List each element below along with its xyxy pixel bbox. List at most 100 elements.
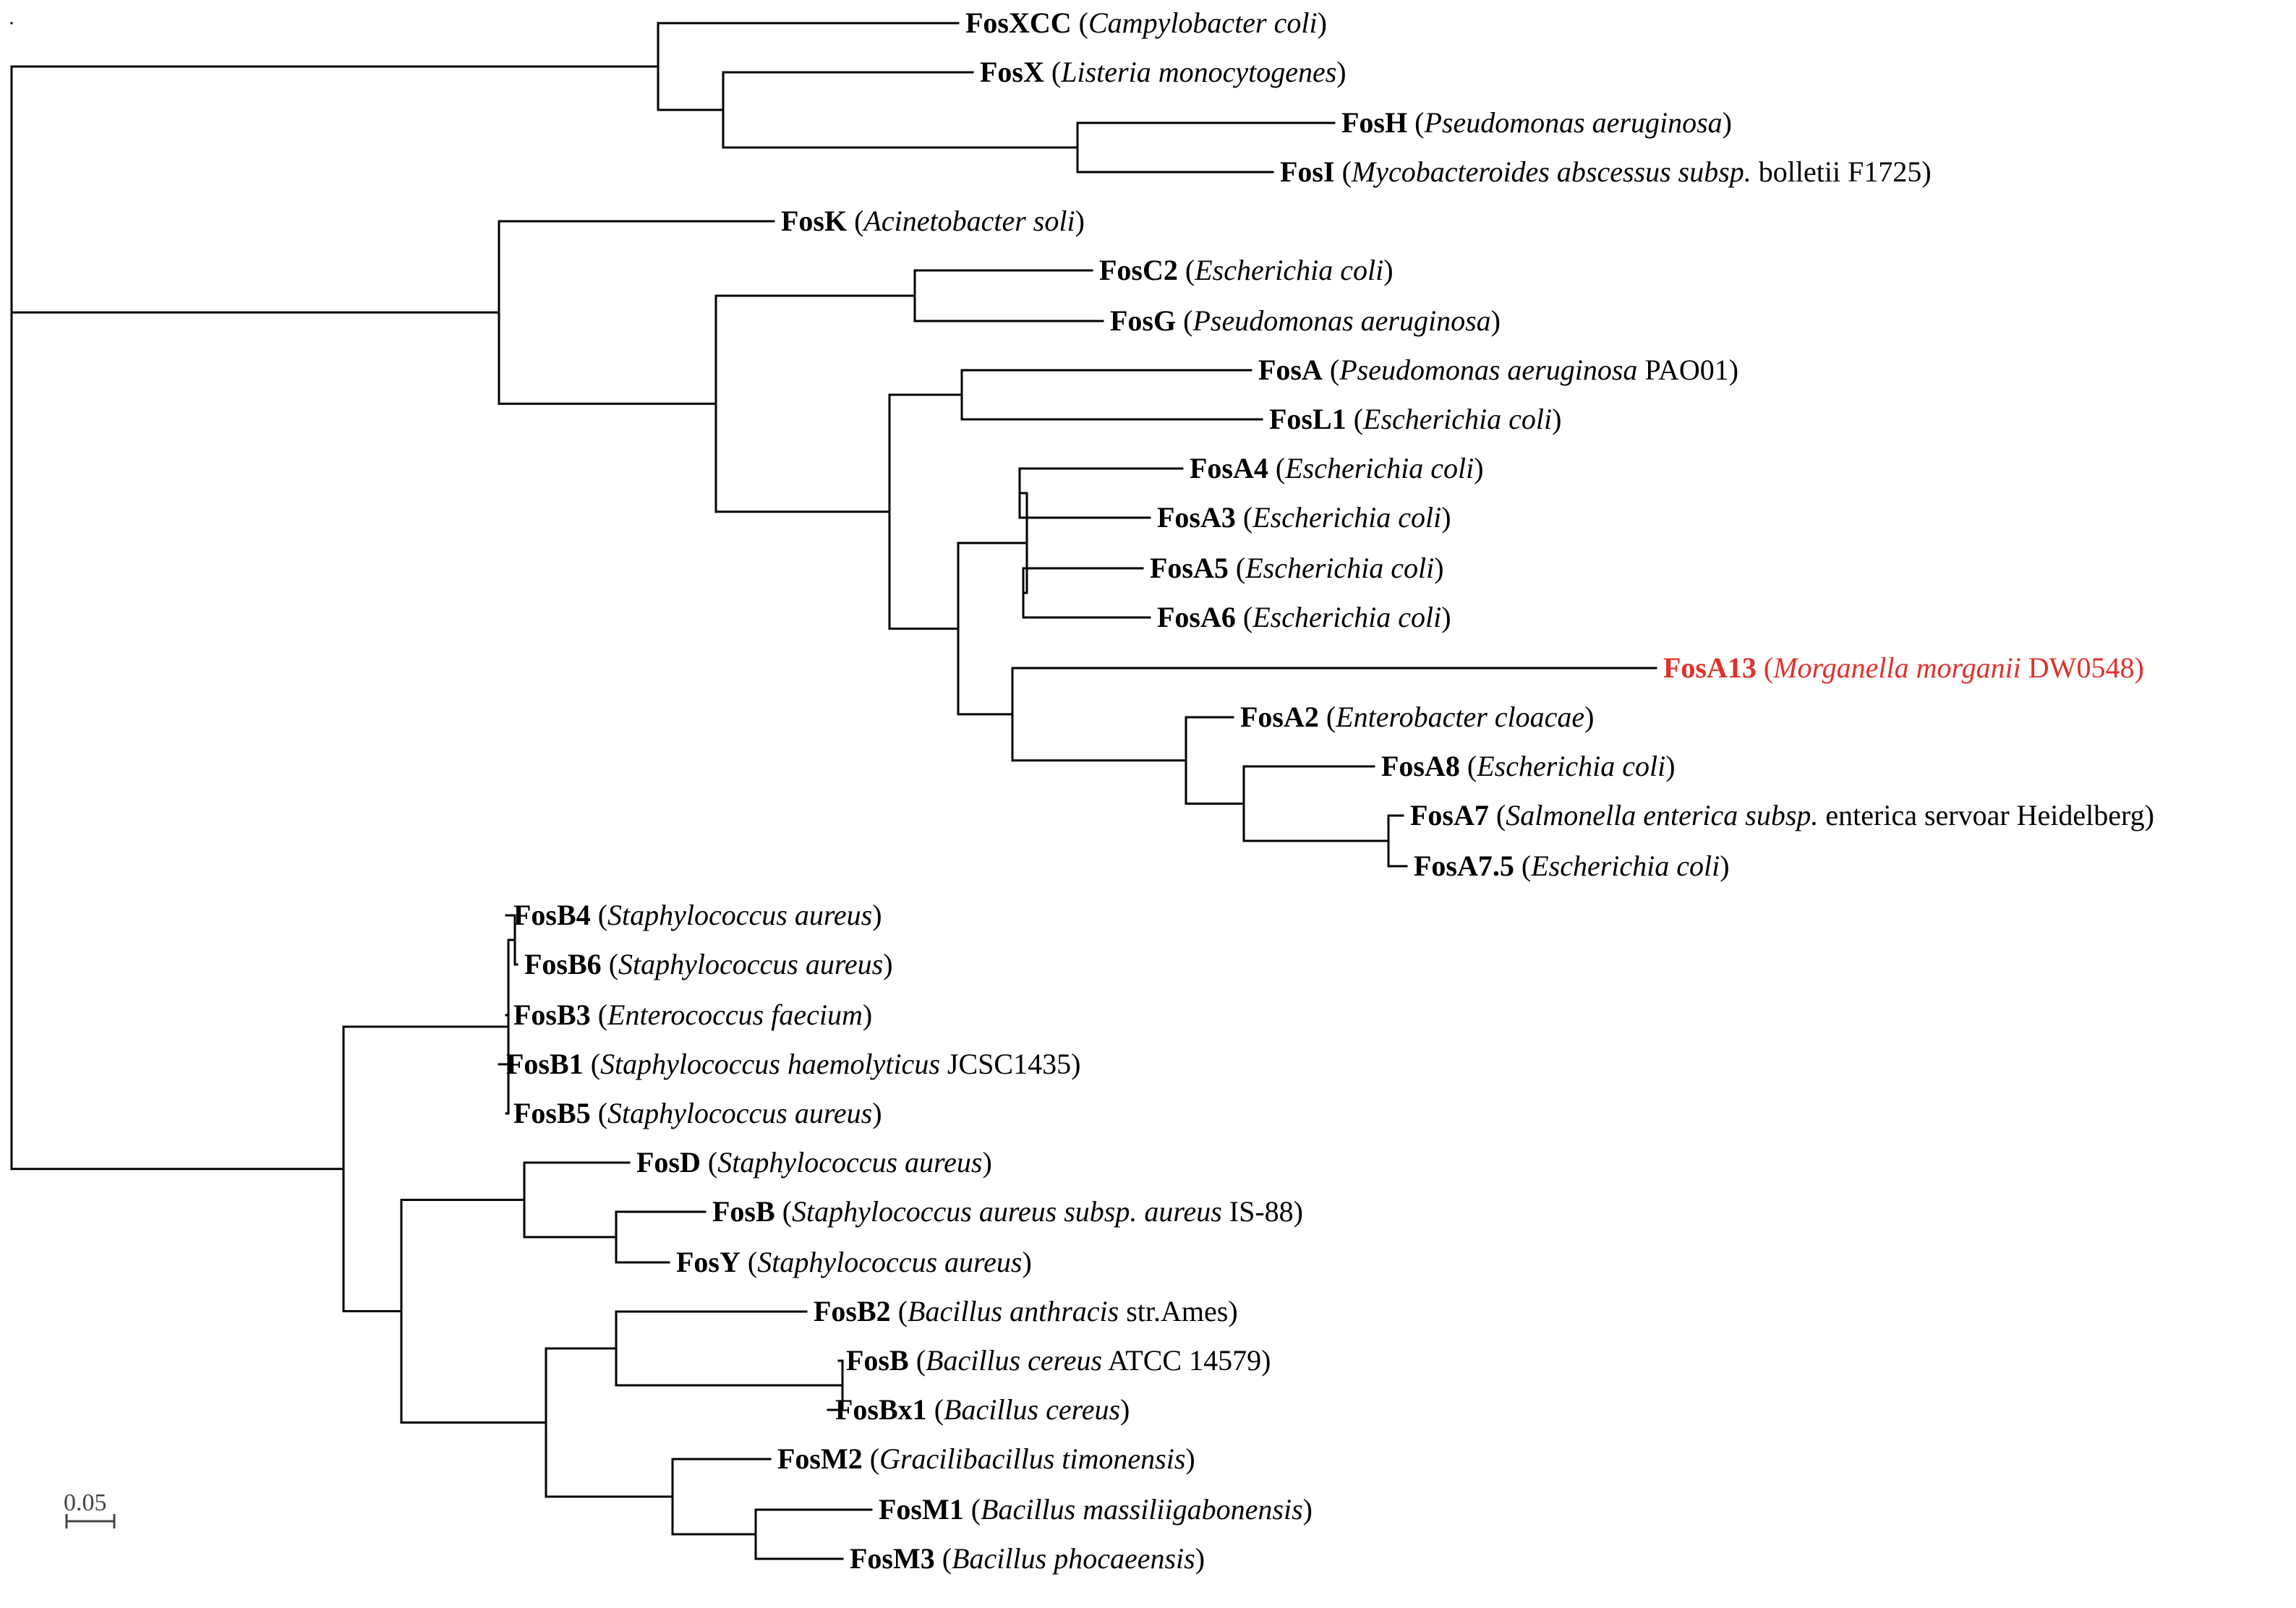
- leaf-label-fosb_sa: FosB (Staphylococcus aureus subsp. aureu…: [712, 1195, 1303, 1228]
- gene-name: FosC2: [1099, 254, 1178, 286]
- organism-name: Bacillus phocaeensis: [952, 1542, 1195, 1575]
- gene-name: FosM3: [850, 1542, 935, 1575]
- organism-name: Campylobacter coli: [1088, 7, 1318, 39]
- organism-name: Escherichia coli: [1477, 750, 1666, 782]
- organism-name: DW0548: [2020, 651, 2135, 684]
- gene-name: FosH: [1341, 106, 1408, 139]
- gene-name: FosD: [636, 1146, 701, 1179]
- organism-name: Staphylococcus aureus: [607, 1097, 873, 1129]
- gene-name: FosY: [676, 1246, 741, 1278]
- gene-name: FosA4: [1190, 452, 1268, 484]
- leaf-label-fosbx1: FosBx1 (Bacillus cereus): [835, 1393, 1130, 1426]
- organism-name: Enterobacter cloacae: [1336, 701, 1585, 733]
- leaf-label-fosa3: FosA3 (Escherichia coli): [1157, 501, 1451, 534]
- leaf-label-fosm2: FosM2 (Gracilibacillus timonensis): [777, 1442, 1195, 1475]
- leaf-label-fosa5: FosA5 (Escherichia coli): [1150, 552, 1444, 584]
- organism-name: Salmonella enterica subsp.: [1506, 799, 1819, 831]
- gene-name: FosBx1: [835, 1393, 927, 1426]
- scale-bar: 0.05: [64, 1489, 179, 1533]
- organism-name: Gracilibacillus timonensis: [879, 1442, 1186, 1475]
- organism-name: Staphylococcus aureus: [607, 899, 873, 931]
- leaf-label-fosa7: FosA7 (Salmonella enterica subsp. enteri…: [1410, 799, 2154, 831]
- gene-name: FosB3: [513, 998, 591, 1031]
- gene-name: FosB4: [513, 899, 591, 931]
- organism-name: Bacillus massiliigabonensis: [981, 1493, 1303, 1526]
- organism-name: bolletii F1725: [1751, 155, 1922, 188]
- leaf-label-fosb4: FosB4 (Staphylococcus aureus): [513, 899, 882, 931]
- gene-name: FosM2: [777, 1442, 863, 1475]
- leaf-label-fosa: FosA (Pseudomonas aeruginosa PAO01): [1258, 354, 1739, 386]
- leaf-label-fosb2: FosB2 (Bacillus anthracis str.Ames): [814, 1295, 1238, 1327]
- gene-name: FosK: [781, 205, 848, 237]
- gene-name: FosB5: [513, 1097, 591, 1129]
- organism-name: Escherichia coli: [1245, 552, 1435, 584]
- leaf-label-fosa6: FosA6 (Escherichia coli): [1157, 601, 1451, 633]
- leaf-label-fosa8: FosA8 (Escherichia coli): [1381, 750, 1676, 782]
- leaf-label-fosb6: FosB6 (Staphylococcus aureus): [524, 948, 893, 980]
- leaf-label-fosl1: FosL1 (Escherichia coli): [1269, 403, 1562, 435]
- leaf-label-fosb_bc: FosB (Bacillus cereus ATCC 14579): [846, 1344, 1271, 1377]
- gene-name: FosA2: [1240, 701, 1319, 733]
- gene-name: FosB2: [814, 1295, 891, 1327]
- scale-bar-line: [65, 1514, 116, 1528]
- gene-name: FosA: [1258, 354, 1323, 386]
- organism-name: Escherichia coli: [1252, 601, 1442, 633]
- leaf-label-fosa2: FosA2 (Enterobacter cloacae): [1240, 701, 1595, 733]
- organism-name: Staphylococcus aureus: [618, 948, 884, 980]
- organism-name: Staphylococcus aureus subsp. aureus: [792, 1195, 1222, 1228]
- leaf-label-fosc2: FosC2 (Escherichia coli): [1099, 254, 1394, 286]
- organism-name: Staphylococcus haemolyticus: [600, 1048, 940, 1080]
- organism-name: Bacillus cereus: [926, 1344, 1103, 1377]
- gene-name: FosB6: [524, 948, 602, 980]
- gene-name: FosB: [846, 1344, 909, 1377]
- leaf-label-fosb3: FosB3 (Enterococcus faecium): [513, 998, 873, 1031]
- leaf-label-fosa4: FosA4 (Escherichia coli): [1190, 452, 1484, 484]
- organism-name: str.Ames: [1119, 1295, 1229, 1327]
- organism-name: Staphylococcus aureus: [757, 1246, 1023, 1278]
- organism-name: Enterococcus faecium: [607, 998, 863, 1031]
- organism-name: PAO01: [1637, 354, 1729, 386]
- leaf-label-fosa13: FosA13 (Morganella morganii DW0548): [1663, 651, 2144, 684]
- gene-name: FosA8: [1381, 750, 1460, 782]
- organism-name: Bacillus cereus: [944, 1393, 1121, 1426]
- organism-name: Pseudomonas aeruginosa: [1192, 304, 1491, 337]
- scale-bar-label: 0.05: [64, 1489, 107, 1516]
- gene-name: FosG: [1110, 304, 1177, 337]
- organism-name: enterica servoar Heidelberg: [1818, 799, 2145, 831]
- organism-name: ATCC 14579: [1102, 1344, 1262, 1377]
- gene-name: FosA13: [1663, 651, 1757, 684]
- leaf-label-fosa7_5: FosA7.5 (Escherichia coli): [1414, 850, 1730, 882]
- leaf-label-fosb1: FosB1 (Staphylococcus haemolyticus JCSC1…: [506, 1048, 1081, 1080]
- organism-name: Escherichia coli: [1531, 850, 1720, 882]
- organism-name: JCSC1435: [939, 1048, 1072, 1080]
- gene-name: FosA3: [1157, 501, 1236, 534]
- gene-name: FosI: [1280, 155, 1335, 188]
- organism-name: Escherichia coli: [1363, 403, 1553, 435]
- organism-name: Pseudomonas aeruginosa: [1339, 354, 1638, 386]
- gene-name: FosM1: [879, 1493, 964, 1526]
- leaf-label-fosm1: FosM1 (Bacillus massiliigabonensis): [879, 1493, 1313, 1526]
- organism-name: Morganella morganii: [1773, 651, 2021, 684]
- gene-name: FosA6: [1157, 601, 1236, 633]
- leaf-label-fosg: FosG (Pseudomonas aeruginosa): [1110, 304, 1501, 337]
- leaf-label-fosm3: FosM3 (Bacillus phocaeensis): [850, 1542, 1205, 1575]
- leaf-label-fosh: FosH (Pseudomonas aeruginosa): [1341, 106, 1732, 139]
- gene-name: FosA5: [1150, 552, 1229, 584]
- leaf-label-fosxcc: FosXCC (Campylobacter coli): [965, 7, 1327, 39]
- gene-name: FosXCC: [965, 7, 1072, 39]
- leaf-label-fosi: FosI (Mycobacteroides abscessus subsp. b…: [1280, 155, 1932, 188]
- leaf-label-fosx: FosX (Listeria monocytogenes): [980, 56, 1347, 88]
- gene-name: FosA7: [1410, 799, 1489, 831]
- organism-name: Staphylococcus aureus: [717, 1146, 983, 1179]
- gene-name: FosA7.5: [1414, 850, 1514, 882]
- leaf-label-fosd: FosD (Staphylococcus aureus): [636, 1146, 992, 1179]
- leaf-label-fosk: FosK (Acinetobacter soli): [781, 205, 1085, 237]
- organism-name: Escherichia coli: [1252, 501, 1442, 534]
- leaf-label-fosy: FosY (Staphylococcus aureus): [676, 1246, 1032, 1278]
- organism-name: Pseudomonas aeruginosa: [1424, 106, 1723, 139]
- gene-name: FosB1: [506, 1048, 584, 1080]
- gene-name: FosL1: [1269, 403, 1347, 435]
- organism-name: Listeria monocytogenes: [1061, 56, 1337, 88]
- leaf-label-fosb5: FosB5 (Staphylococcus aureus): [513, 1097, 882, 1129]
